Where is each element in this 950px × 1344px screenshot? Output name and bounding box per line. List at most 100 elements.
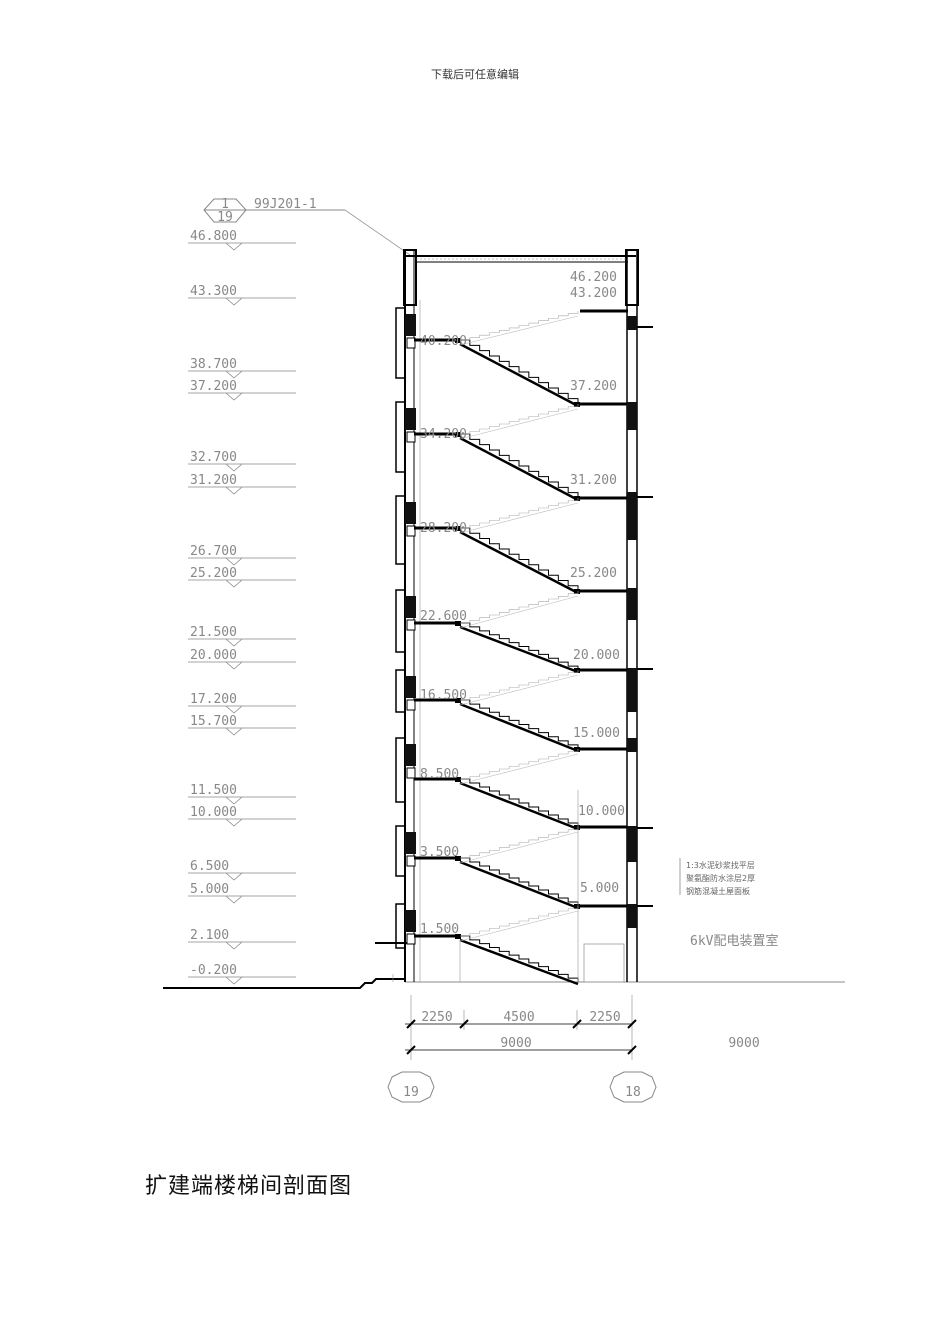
landing-beam xyxy=(574,904,580,909)
elevation-label: 31.200 xyxy=(190,473,237,488)
stair-slab xyxy=(459,860,579,910)
left-landing-labels: 40.200 34.200 28.200 22.600 16.500 8.500… xyxy=(420,334,467,937)
right-landing-label: 15.000 xyxy=(573,726,620,741)
window-frame xyxy=(395,401,406,473)
detail-sheet: 19 xyxy=(217,210,233,225)
elevation-triangle xyxy=(225,557,243,566)
floor-slabs xyxy=(637,326,653,907)
elevation-label: 10.000 xyxy=(190,805,237,820)
stair-slab xyxy=(459,342,579,408)
detail-reference: 1 19 99J201-1 xyxy=(203,197,411,256)
stair-slab-beyond xyxy=(459,674,579,706)
window-mullion xyxy=(405,744,416,766)
stair-steps xyxy=(460,699,579,749)
axis-19: 19 xyxy=(403,1085,419,1100)
note-line-1: 1:3水泥砂浆找平层 xyxy=(686,860,755,870)
stair-slab-beyond xyxy=(459,831,579,864)
landing-beam xyxy=(455,856,461,861)
stair-steps xyxy=(460,857,579,906)
window-mullion xyxy=(405,832,416,854)
landing-beam xyxy=(455,526,461,531)
window-sill-block xyxy=(406,525,416,537)
elevation-triangle xyxy=(225,976,243,985)
stair-steps xyxy=(460,622,579,670)
landing-beam xyxy=(574,825,580,830)
stair-steps-beyond xyxy=(460,311,579,341)
elevation-triangle xyxy=(225,486,243,495)
elevation-label: 5.000 xyxy=(190,882,229,897)
landing-beam xyxy=(574,747,580,752)
right-landing-label: 25.200 xyxy=(570,566,617,581)
stair-slab-beyond xyxy=(459,753,579,785)
window-sill-block xyxy=(406,431,416,443)
dim-4500: 4500 xyxy=(503,1010,534,1025)
elevation-label: 11.500 xyxy=(190,783,237,798)
elevation-triangle xyxy=(225,872,243,881)
landing-beam xyxy=(455,698,461,703)
left-elevation-markers: 46.80043.30038.70037.20032.70031.20026.7… xyxy=(188,229,296,985)
landing-beam xyxy=(574,668,580,673)
right-landing-label: 46.200 xyxy=(570,270,617,285)
window-mullion xyxy=(405,408,416,430)
window-frame xyxy=(395,825,406,877)
landing-beam xyxy=(455,621,461,626)
stair-steps-beyond xyxy=(460,670,579,701)
window-frame xyxy=(395,589,406,653)
elevation-label: -0.200 xyxy=(190,963,237,978)
left-landing-label: 40.200 xyxy=(420,334,467,349)
landing-beam xyxy=(455,777,461,782)
stair-slab xyxy=(459,938,579,986)
window-sill-block xyxy=(406,699,416,711)
elevation-triangle xyxy=(225,392,243,401)
elevation-triangle xyxy=(225,727,243,736)
elevation-triangle xyxy=(225,463,243,472)
window-mullion xyxy=(405,502,416,524)
ground-line xyxy=(163,942,845,989)
dim-2250-right: 2250 xyxy=(589,1010,620,1025)
stair-slab-beyond xyxy=(459,595,579,629)
left-landing-label: 22.600 xyxy=(420,609,467,624)
column-block xyxy=(627,826,637,862)
column-block xyxy=(627,316,637,330)
column-block xyxy=(627,904,637,928)
landing-beam xyxy=(574,589,580,594)
window-frame xyxy=(395,495,406,565)
landing-beam xyxy=(574,402,580,407)
landing-beam xyxy=(455,432,461,437)
stair-slab-beyond xyxy=(459,910,579,942)
window-frame xyxy=(395,737,406,803)
right-landing-label: 31.200 xyxy=(570,473,617,488)
elevation-triangle xyxy=(225,579,243,588)
window-sill-block xyxy=(406,767,416,779)
stair-steps-beyond xyxy=(460,827,579,859)
window-sill-block xyxy=(406,933,416,945)
landing-beam xyxy=(455,934,461,939)
right-landing-label: 43.200 xyxy=(570,286,617,301)
elevation-label: 25.200 xyxy=(190,566,237,581)
stair-slab xyxy=(459,781,579,831)
door-outline xyxy=(583,943,625,983)
detail-standard: 99J201-1 xyxy=(254,197,317,212)
right-landing-label: 10.000 xyxy=(578,804,625,819)
landing-beam xyxy=(574,496,580,501)
stair-steps xyxy=(460,935,579,982)
left-windows xyxy=(395,307,416,949)
stair-steps xyxy=(460,339,579,404)
stair-slab xyxy=(459,625,579,674)
elevation-label: 20.000 xyxy=(190,648,237,663)
stair-slab-beyond xyxy=(459,502,579,534)
left-landing-label: 8.500 xyxy=(420,767,459,782)
stair-steps-beyond xyxy=(460,906,579,937)
window-mullion xyxy=(405,314,416,336)
column-block xyxy=(627,738,637,752)
dim-9000-right: 9000 xyxy=(728,1036,759,1051)
elevation-label: 17.200 xyxy=(190,692,237,707)
stair-steps-beyond xyxy=(460,498,579,529)
left-landing-label: 16.500 xyxy=(420,688,467,703)
axis-bubbles: 19 18 xyxy=(387,1071,657,1103)
elevation-triangle xyxy=(225,297,243,306)
stair-slab xyxy=(459,530,579,595)
right-column-blocks xyxy=(627,316,637,928)
landing-beam xyxy=(455,338,461,343)
stair-slab xyxy=(459,702,579,753)
